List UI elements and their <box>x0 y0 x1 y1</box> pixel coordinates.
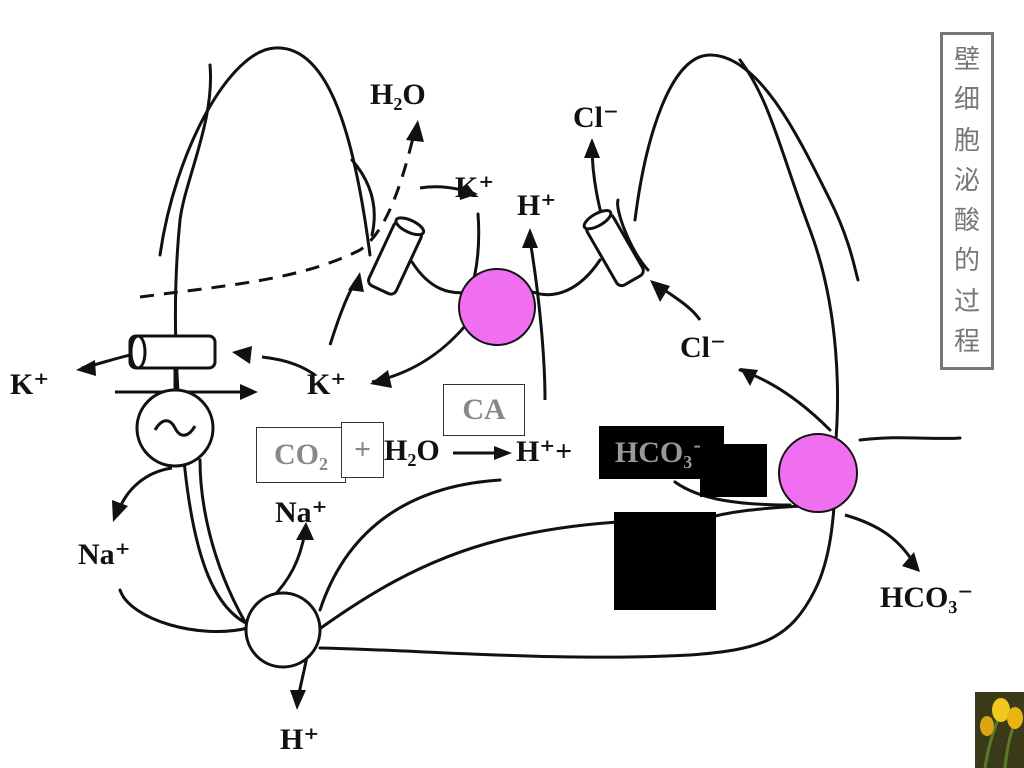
h-top-label: H⁺ <box>517 189 557 222</box>
k-left-out-label: K⁺ <box>10 368 50 401</box>
arrow-heads <box>76 120 920 710</box>
na-left-label: Na⁺ <box>78 538 131 571</box>
co2-label: CO₂ <box>274 438 328 471</box>
title-char: 泌 <box>953 165 980 196</box>
proton-pump <box>458 268 536 346</box>
title-char: 酸 <box>953 206 980 237</box>
title-char: 程 <box>953 326 980 357</box>
h2o-eq-label: H₂O <box>384 434 440 467</box>
occluder-large <box>614 512 716 610</box>
h-eq-label: H⁺+ <box>516 435 573 468</box>
cl-hco3-exchanger <box>778 433 858 513</box>
title-char: 胞 <box>953 125 980 156</box>
title-char: 过 <box>953 286 980 317</box>
cl-channel-apical <box>582 209 645 288</box>
cl-top-label: Cl⁻ <box>573 101 619 134</box>
h2o-top-label: H₂O <box>370 78 426 111</box>
h-bottom-label: H⁺ <box>280 723 320 756</box>
cl-right-label: Cl⁻ <box>680 331 726 364</box>
plus-box: + <box>341 422 384 478</box>
occluder-small <box>700 444 767 497</box>
k-inner-label: K⁺ <box>307 368 347 401</box>
ca-enzyme-box: CA <box>443 384 525 436</box>
hco3-right-label: HCO₃⁻ <box>880 581 974 614</box>
k-channel-basolateral <box>128 334 217 370</box>
co2-box: CO₂ <box>256 427 346 483</box>
na-h-exchanger <box>244 591 322 669</box>
plus-label: + <box>353 433 372 466</box>
title-char: 细 <box>953 85 980 116</box>
k-top-label: K⁺ <box>455 171 495 204</box>
tulip-photo <box>975 692 1024 768</box>
na-mid-label: Na⁺ <box>275 496 328 529</box>
ca-label: CA <box>462 393 506 426</box>
ion-channels <box>128 209 645 370</box>
vertical-title: 壁细胞泌酸的过程 <box>940 32 994 370</box>
hco3-eq-label: HCO₃⁻ <box>614 436 709 469</box>
na-k-atpase <box>135 368 215 468</box>
title-char: 壁 <box>953 45 980 75</box>
title-char: 的 <box>953 246 980 277</box>
k-channel-apical <box>367 216 426 296</box>
cell-membrane <box>118 46 962 659</box>
